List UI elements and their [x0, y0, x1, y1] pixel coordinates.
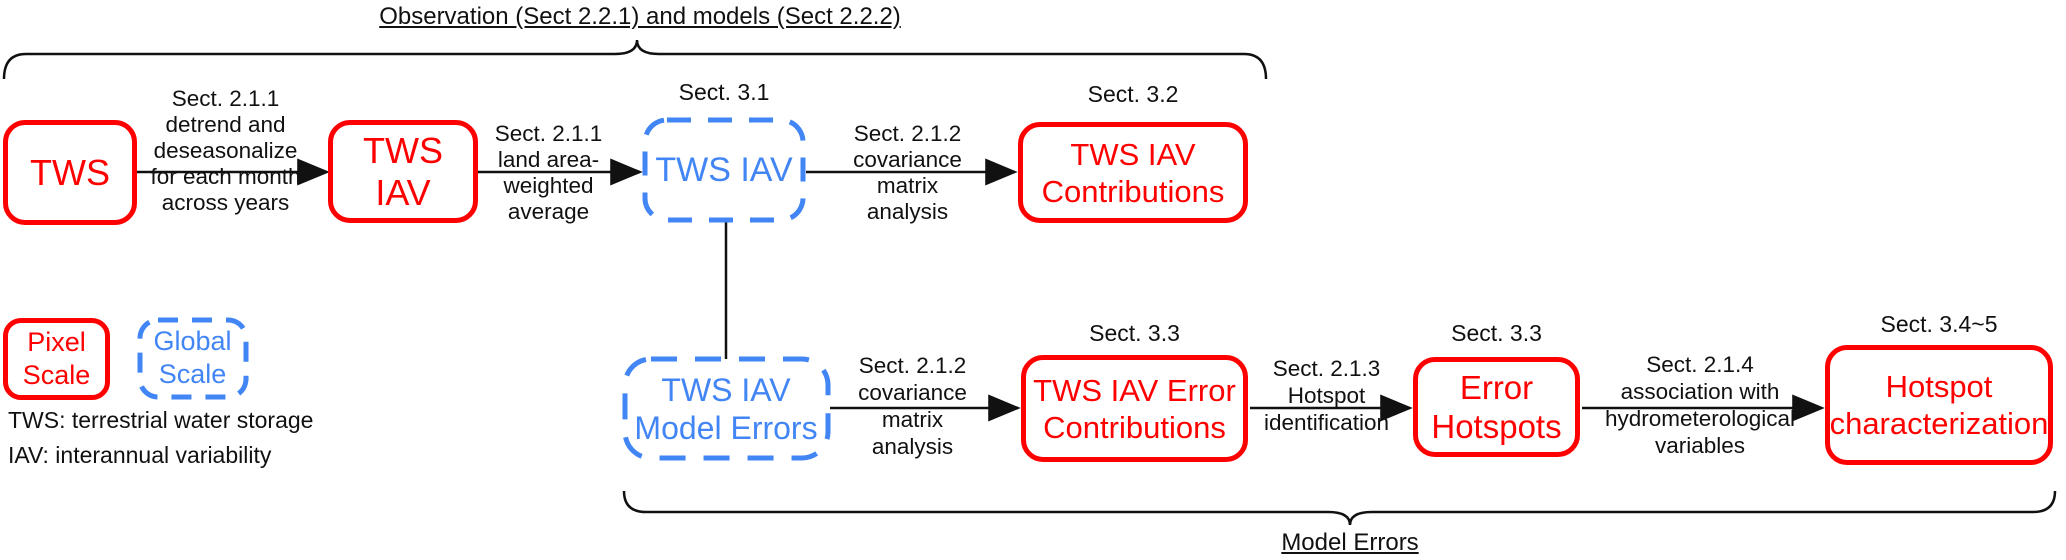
- node-tws-iav-model-errors: TWS IAV Model Errors: [634, 371, 818, 446]
- node-hotspot-characterization: Hotspot characterization: [1825, 345, 2053, 465]
- node-tws: TWS: [3, 120, 137, 225]
- legend-pixel-scale: Pixel Scale: [3, 318, 110, 400]
- model-errors-label: Model Errors: [1281, 529, 1419, 556]
- bottom-brace: [622, 490, 2057, 526]
- legend-global-scale: Global Scale: [153, 326, 232, 389]
- node-tws-iav-contributions: TWS IAV Contributions: [1018, 122, 1248, 223]
- edge-label-detrend: Sect. 2.1.1 detrend and deseasonalize fo…: [150, 86, 301, 215]
- edge-label-covariance-top: Sect. 2.1.2 covariance matrix analysis: [853, 121, 962, 224]
- sect-3-2-label: Sect. 3.2: [1087, 81, 1179, 107]
- tws-iav-model-errors-box-border: [622, 356, 831, 461]
- edge-label-hotspot-identification: Sect. 2.1.3 Hotspot identification: [1263, 356, 1390, 435]
- observation-models-title: Observation (Sect 2.2.1) and models (Sec…: [379, 3, 901, 30]
- top-brace: [2, 39, 1268, 80]
- abbr-iav: IAV: interannual variability: [8, 442, 272, 468]
- global-scale-legend-border: [137, 317, 249, 400]
- sect-3-3-label-contributions: Sect. 3.3: [1089, 320, 1180, 346]
- tws-iav-global-box-border: [642, 117, 806, 223]
- node-error-hotspots: Error Hotspots: [1413, 357, 1580, 457]
- sect-3-3-label-hotspots: Sect. 3.3: [1451, 320, 1542, 346]
- sect-3-4-5-label: Sect. 3.4~5: [1880, 311, 1998, 337]
- edge-label-land-area: Sect. 2.1.1 land area- weighted average: [494, 121, 603, 224]
- node-tws-iav-error-contributions: TWS IAV Error Contributions: [1021, 355, 1248, 462]
- edge-label-association: Sect. 2.1.4 association with hydrometero…: [1604, 352, 1796, 458]
- abbr-tws: TWS: terrestrial water storage: [8, 407, 314, 433]
- sect-3-1-label: Sect. 3.1: [678, 79, 770, 105]
- edge-label-covariance-bottom: Sect. 2.1.2 covariance matrix analysis: [858, 353, 967, 459]
- node-tws-iav-pixel: TWS IAV: [328, 120, 478, 223]
- node-tws-iav-global: TWS IAV: [655, 150, 793, 189]
